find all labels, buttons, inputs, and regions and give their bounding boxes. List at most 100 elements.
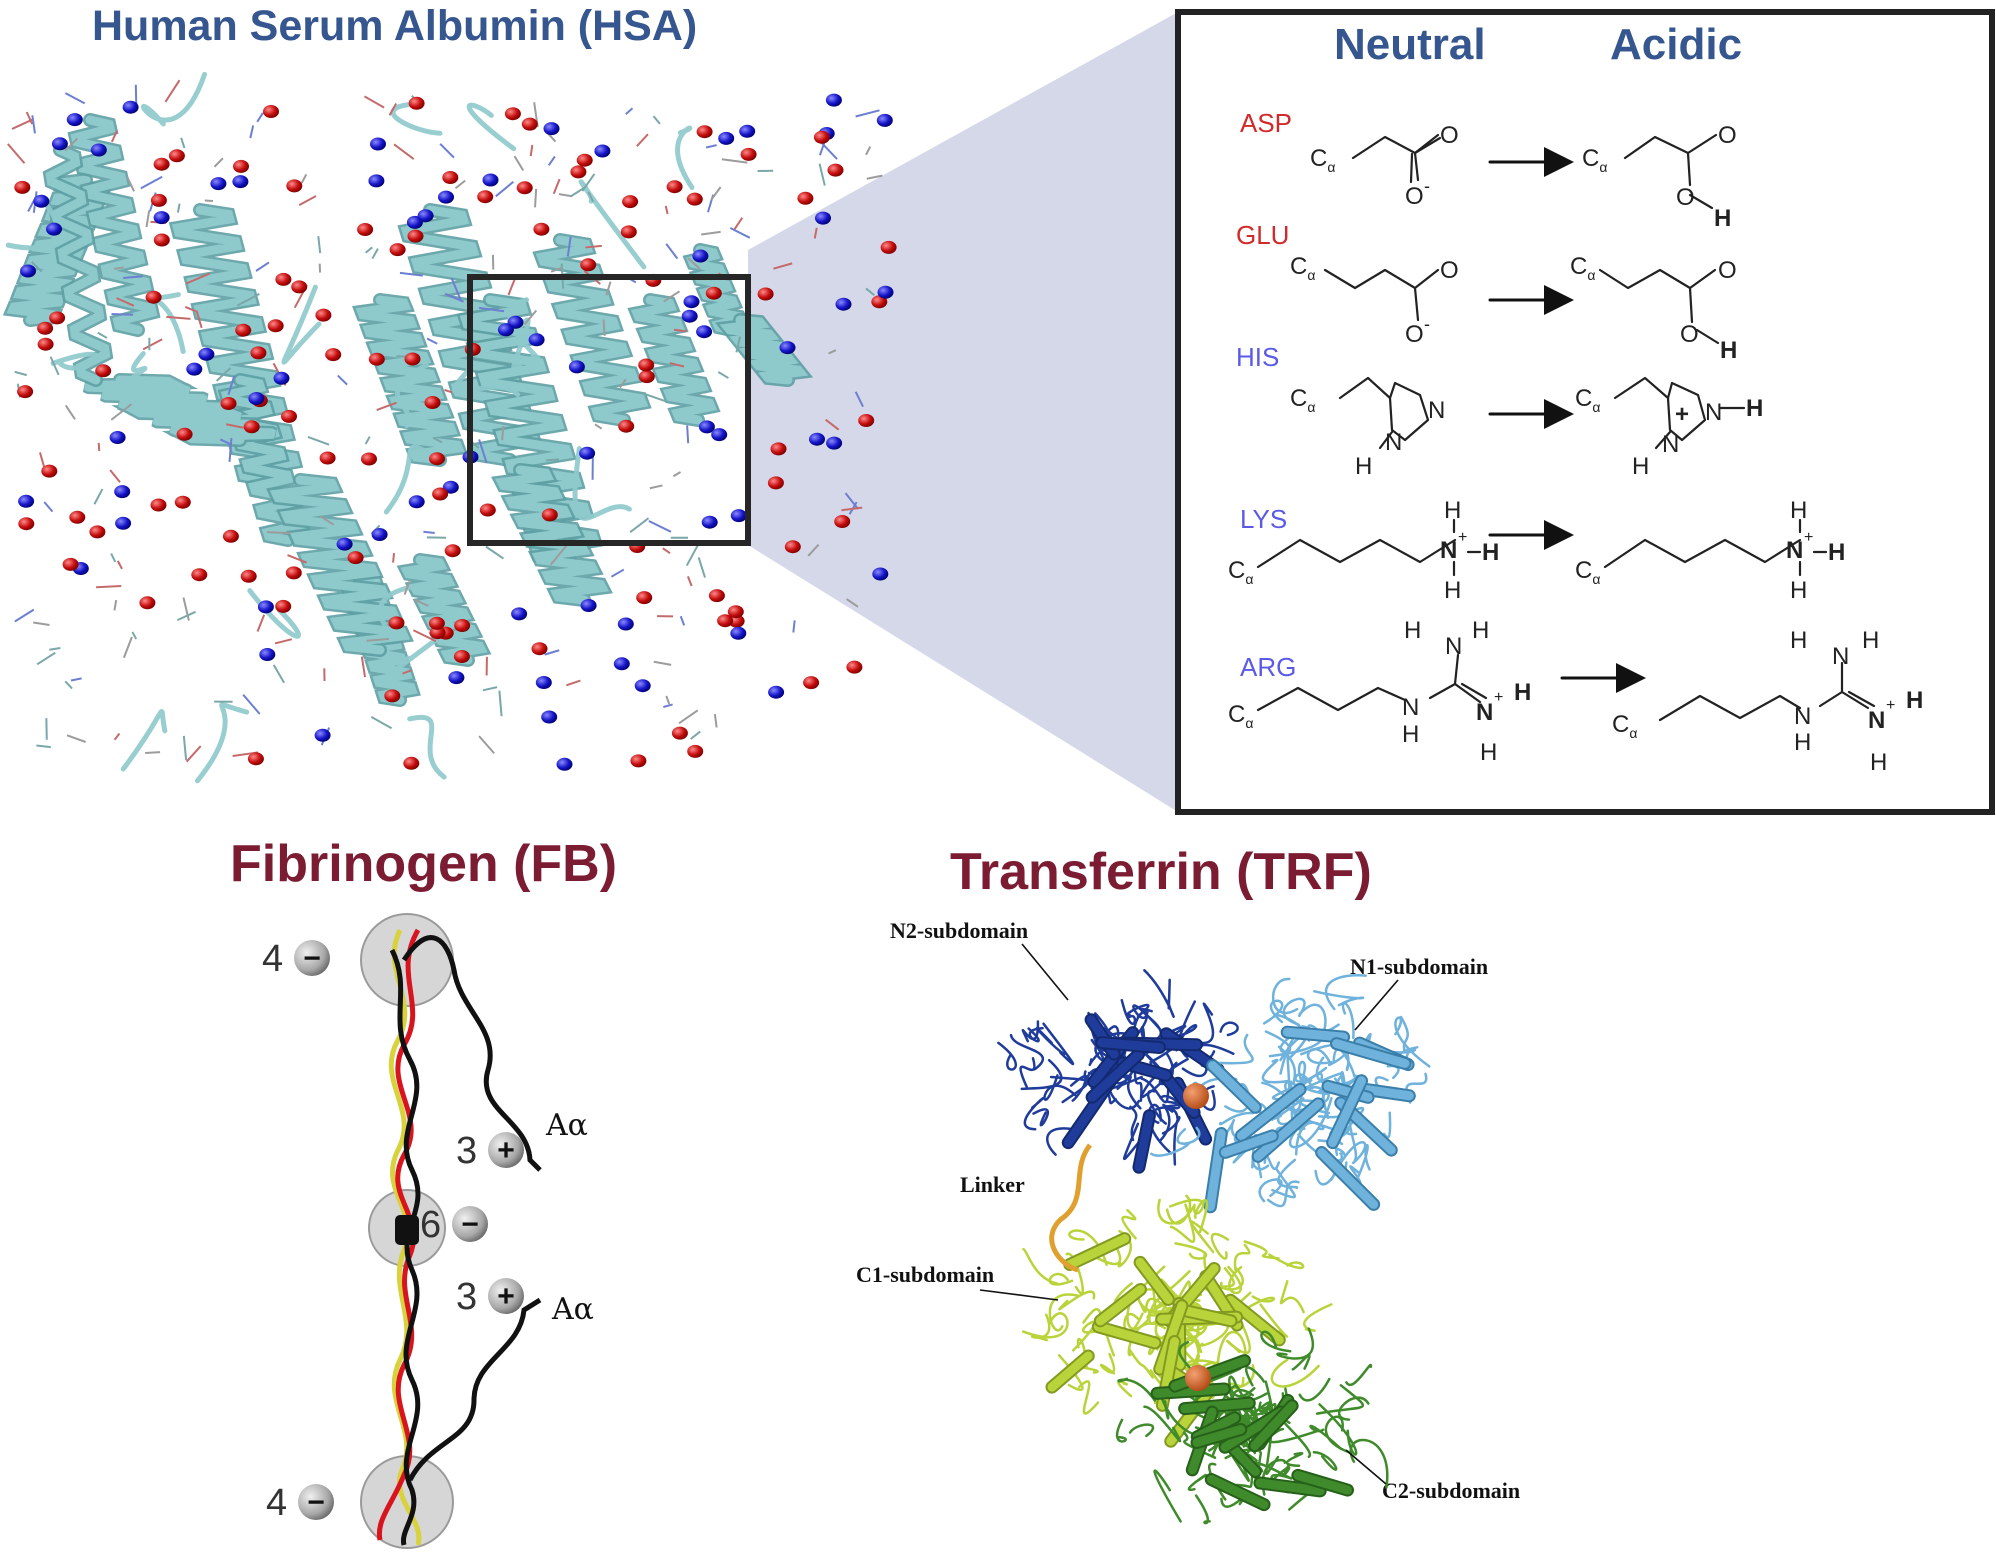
svg-text:H: H: [1790, 627, 1807, 654]
svg-text:Cα: Cα: [1310, 145, 1335, 175]
alpha-c-terminal-lower: [407, 1297, 542, 1482]
svg-text:H: H: [1482, 539, 1499, 566]
ion-ball: [294, 940, 330, 976]
svg-text:O: O: [1680, 321, 1699, 348]
charge-marker: 4−: [266, 1482, 334, 1524]
hsa-ribbon-helices: [2, 71, 814, 784]
alpha-c-terminal-upper: [401, 935, 542, 1172]
iron-ion-n-lobe: [1183, 1083, 1209, 1109]
charge-count: 4: [266, 1482, 287, 1524]
svg-text:O: O: [1405, 321, 1424, 348]
svg-text:H: H: [1906, 687, 1923, 714]
svg-text:H: H: [1790, 497, 1807, 524]
svg-text:H: H: [1632, 453, 1649, 480]
ion-ball: [298, 1484, 334, 1520]
svg-text:H: H: [1444, 497, 1461, 524]
svg-text:N: N: [1705, 399, 1722, 426]
svg-text:N: N: [1868, 707, 1885, 734]
charge-count: 3: [456, 1130, 477, 1172]
charge-sign: −: [461, 1208, 479, 1241]
glu-label: GLU: [1236, 220, 1290, 250]
svg-text:+: +: [1886, 697, 1895, 714]
svg-text:-: -: [1424, 314, 1430, 334]
svg-text:H: H: [1472, 617, 1489, 644]
alpha-label-upper: Aα: [546, 1108, 588, 1143]
svg-text:N: N: [1428, 397, 1445, 424]
svg-text:-: -: [1424, 176, 1430, 196]
neutral-header: Neutral: [1334, 20, 1486, 69]
n1-leader-line: [1354, 979, 1399, 1031]
arg-label: ARG: [1240, 652, 1297, 682]
transferrin-title: Transferrin (TRF): [950, 843, 1372, 901]
hsa-zoom-box: [467, 274, 751, 546]
svg-text:H: H: [1480, 739, 1497, 766]
c1-subdomain-label: C1-subdomain: [856, 1262, 995, 1287]
svg-text:H: H: [1444, 577, 1461, 604]
c1-leader-line: [979, 1289, 1059, 1301]
svg-text:O: O: [1440, 122, 1459, 149]
svg-text:N: N: [1832, 643, 1849, 670]
svg-text:H: H: [1790, 577, 1807, 604]
svg-text:H: H: [1862, 627, 1879, 654]
c2-subdomain-ribbon: [1115, 1327, 1389, 1525]
charge-sign: +: [497, 1280, 515, 1313]
svg-text:N: N: [1440, 537, 1457, 564]
svg-text:H: H: [1355, 453, 1372, 480]
fibrinogen-title: Fibrinogen (FB): [230, 835, 618, 893]
svg-text:H: H: [1794, 729, 1811, 756]
svg-text:O: O: [1676, 184, 1695, 211]
svg-text:H: H: [1870, 749, 1887, 776]
zoom-wedge: [748, 12, 1178, 812]
svg-text:O: O: [1718, 257, 1737, 284]
svg-text:N: N: [1476, 699, 1493, 726]
svg-text:N: N: [1385, 429, 1402, 456]
svg-text:H: H: [1404, 617, 1421, 644]
ion-ball: [488, 1132, 524, 1168]
hsa-protein-structure: [2, 71, 897, 784]
inset-chemistry: [1256, 133, 1876, 722]
charge-count: 6: [420, 1204, 441, 1246]
svg-text:+: +: [1494, 689, 1503, 706]
transferrin-structure: [979, 943, 1431, 1525]
ion-ball: [452, 1206, 488, 1242]
charge-marker: 6−: [420, 1204, 488, 1246]
n1-subdomain-label: N1-subdomain: [1350, 954, 1489, 979]
charge-marker: 3+: [456, 1276, 524, 1318]
n2-subdomain-ribbon: [997, 969, 1239, 1174]
asp-label: ASP: [1240, 108, 1293, 138]
svg-text:H: H: [1402, 721, 1419, 748]
charge-marker: 4−: [262, 938, 330, 980]
n2-leader-line: [1021, 943, 1069, 1001]
iron-ion-c-lobe: [1185, 1365, 1211, 1391]
charge-marker: 3+: [456, 1130, 524, 1172]
alpha-chain: [389, 948, 421, 1546]
acidic-header: Acidic: [1610, 20, 1743, 69]
svg-text:O: O: [1405, 183, 1424, 210]
charge-count: 3: [456, 1276, 477, 1318]
svg-text:H: H: [1828, 539, 1845, 566]
svg-text:+: +: [1804, 529, 1813, 546]
charge-sign: −: [307, 1486, 325, 1519]
svg-text:O: O: [1718, 122, 1737, 149]
svg-text:N: N: [1402, 694, 1419, 721]
svg-text:O: O: [1440, 257, 1459, 284]
svg-text:Cα: Cα: [1582, 145, 1607, 175]
n1-subdomain-ribbon: [1150, 974, 1431, 1214]
svg-text:+: +: [1675, 401, 1689, 428]
charge-sign: +: [497, 1134, 515, 1167]
svg-text:N: N: [1662, 431, 1679, 458]
svg-text:H: H: [1514, 679, 1531, 706]
charge-count: 4: [262, 938, 283, 980]
svg-text:N: N: [1786, 537, 1803, 564]
central-knot: [395, 1215, 419, 1245]
svg-text:H: H: [1714, 205, 1731, 232]
svg-text:N: N: [1445, 633, 1462, 660]
svg-text:+: +: [1458, 529, 1467, 546]
svg-text:N: N: [1794, 703, 1811, 730]
charge-sign: −: [303, 942, 321, 975]
alpha-label-lower: Aα: [552, 1292, 594, 1327]
svg-text:H: H: [1746, 395, 1763, 422]
c2-leader-line: [1345, 1449, 1387, 1485]
ion-ball: [488, 1278, 524, 1314]
